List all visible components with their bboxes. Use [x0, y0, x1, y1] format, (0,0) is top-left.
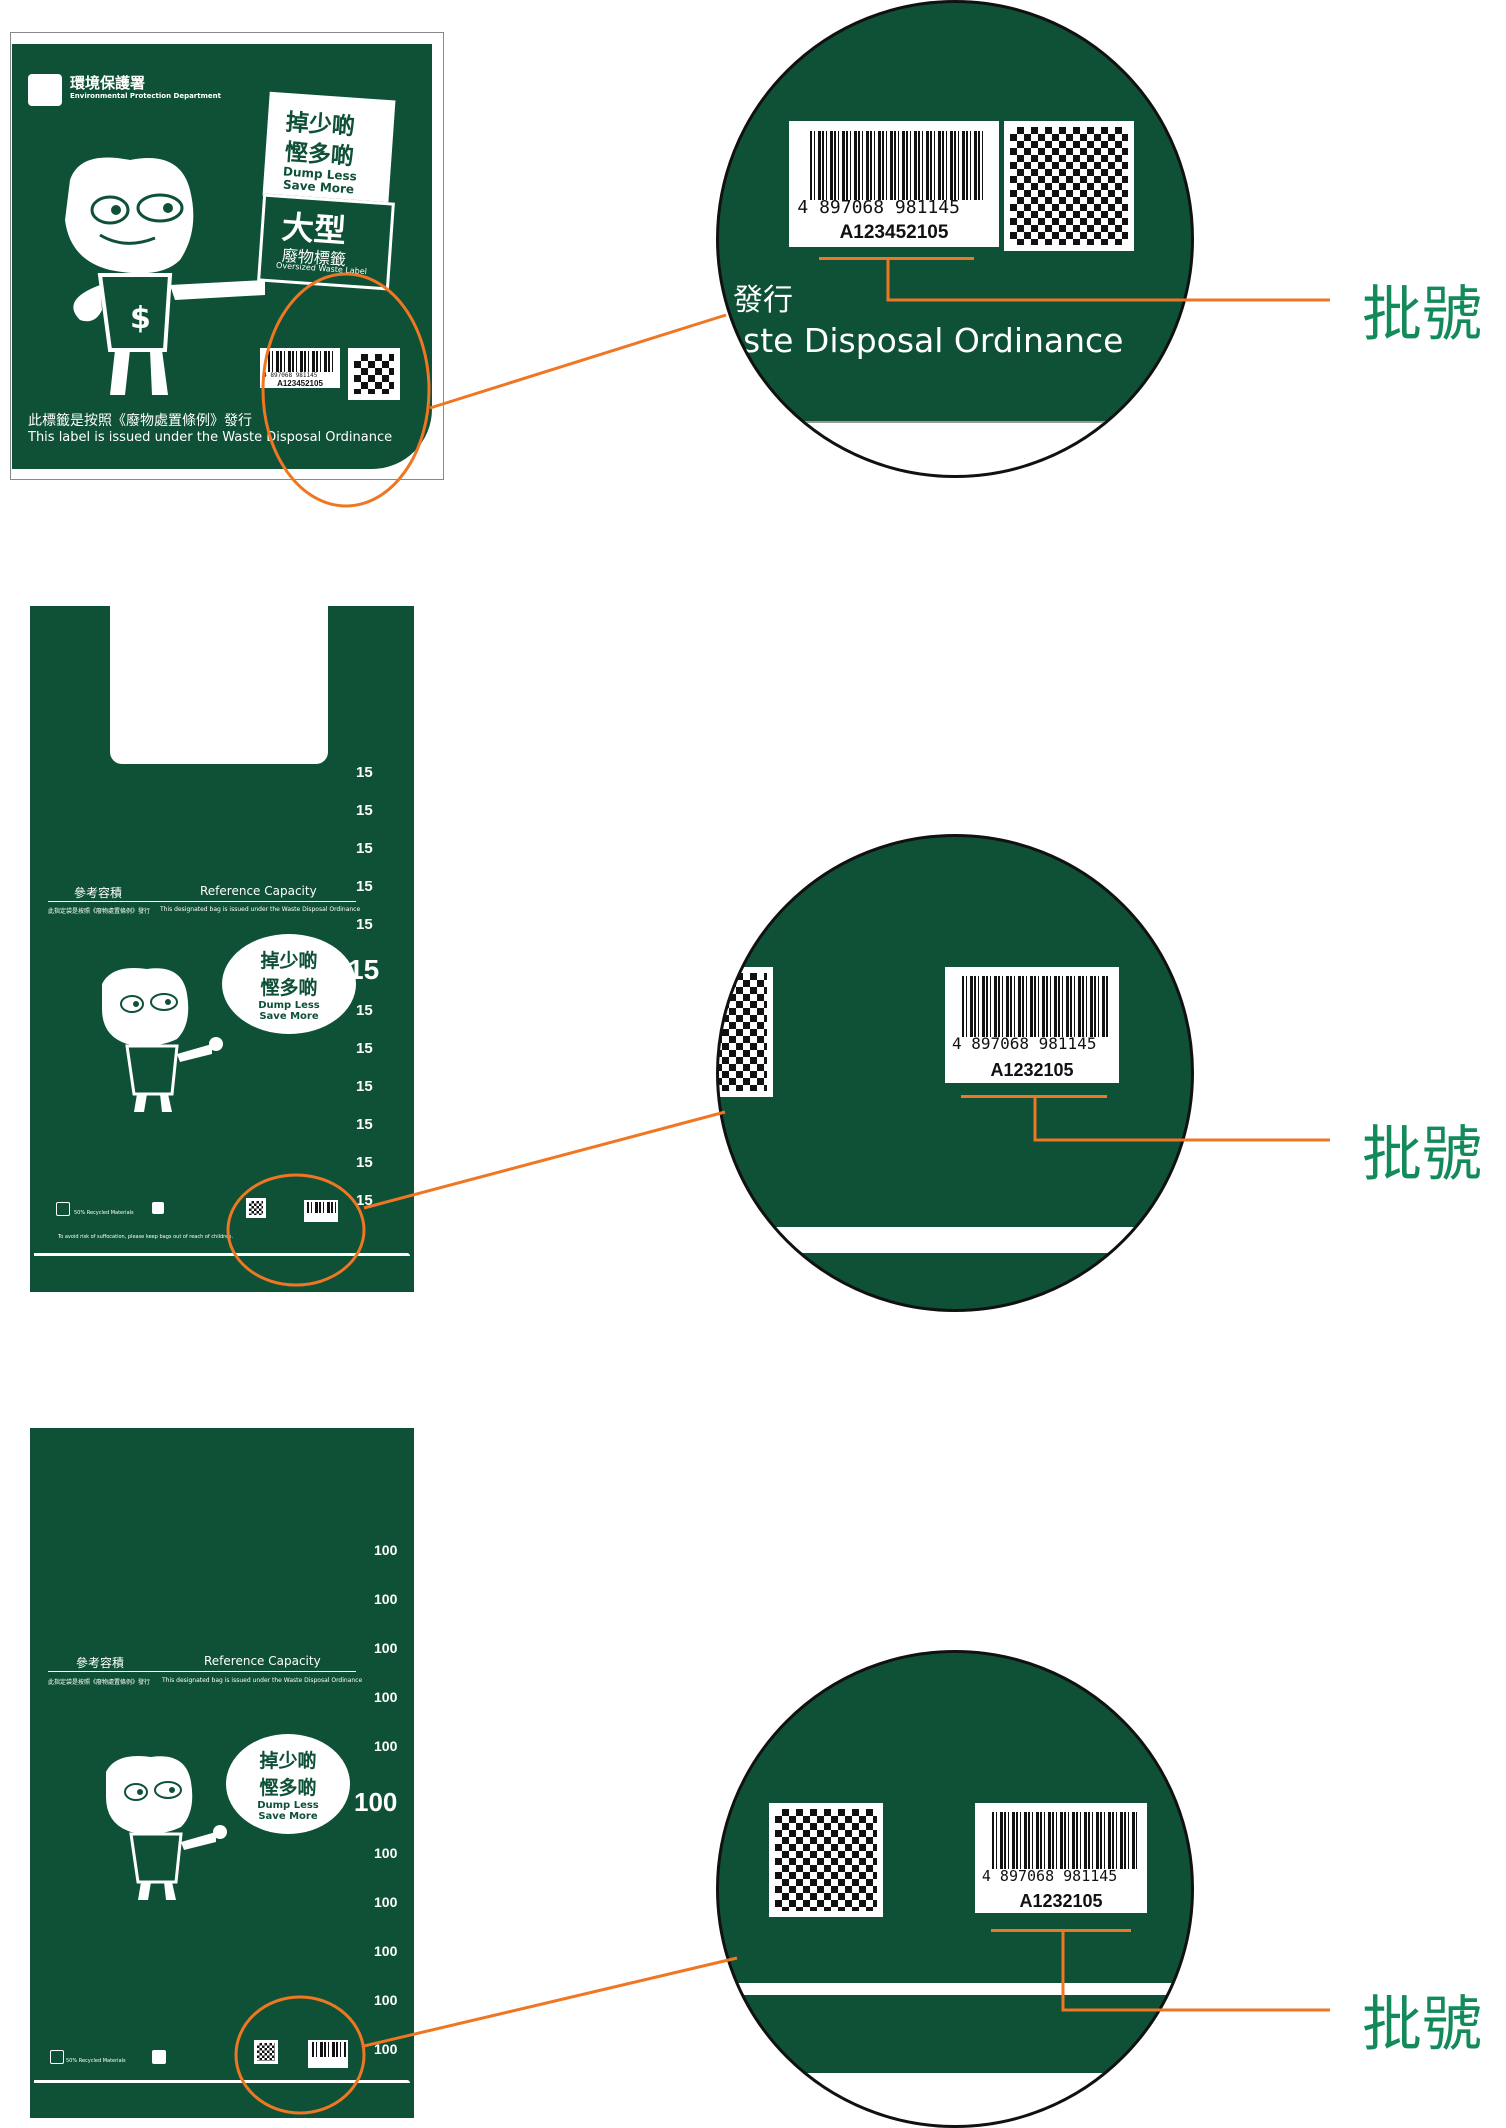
zoom-stripe-3 — [719, 1983, 1191, 1995]
callout-circle-2 — [226, 1173, 366, 1287]
ref-capacity-en-100: Reference Capacity — [204, 1654, 321, 1668]
issued-small-zh-15: 此指定袋是按照《廢物處置條例》發行 — [48, 908, 151, 915]
qr-code-small-1 — [348, 348, 400, 400]
speech-bubble-15: 掉少啲 慳多啲 Dump Less Save More — [222, 934, 356, 1034]
ref-divider-100 — [48, 1671, 356, 1672]
department-name-en: Environmental Protection Department — [70, 92, 221, 100]
issued-zh: 此標籤是按照《廢物處置條例》發行 — [28, 413, 252, 429]
epd-logo-small-15 — [152, 1202, 164, 1214]
qr-code-small-100 — [254, 2040, 278, 2064]
barcode-small-100 — [308, 2040, 348, 2068]
zoom-issued-zh: 發行 — [733, 283, 793, 318]
speech-bubble-100: 掉少啲 慳多啲 Dump Less Save More — [226, 1734, 350, 1834]
callout-circle-3 — [234, 1995, 366, 2115]
issued-en: This label is issued under the Waste Dis… — [28, 430, 393, 445]
barcode-zoom-3: 4 897068 981145 A1232105 — [975, 1803, 1147, 1913]
zoom-circle-1: 4 897068 981145 A123452105 發行 ste Dispos… — [716, 0, 1194, 478]
callout-circle-1 — [261, 272, 431, 508]
barcode-small-1: 4 897068 981145 A123452105 — [260, 348, 340, 388]
zoom-edge-1 — [719, 421, 1191, 475]
issued-small-en-100: This designated bag is issued under the … — [162, 1677, 363, 1684]
zoom-stripe-2 — [719, 1227, 1191, 1253]
bag-15-bottom-stripe — [34, 1253, 410, 1256]
bag-100 — [30, 1428, 414, 2118]
recycled-text-15: 50% Recycled Materials — [74, 1210, 134, 1216]
zoom-circle-2: 4 897068 981145 A1232105 — [716, 834, 1194, 1312]
barcode-zoom-2: 4 897068 981145 A1232105 — [945, 967, 1119, 1083]
barcode-small-15 — [304, 1200, 338, 1222]
ref-capacity-en-15: Reference Capacity — [200, 884, 317, 898]
mascot-character: $ — [65, 157, 265, 395]
callout-connector-1 — [429, 313, 727, 410]
callout-connector-2 — [363, 1110, 726, 1210]
capacity-list-100: 100 100 100 100 100 100 100 100 100 100 … — [354, 1542, 398, 2057]
callout-label-line-3 — [1061, 1929, 1330, 2012]
callout-label-line-2 — [1033, 1095, 1330, 1142]
recycled-icon-15 — [56, 1202, 70, 1216]
issued-small-zh-100: 此指定袋是按照《廢物處置條例》發行 — [48, 1679, 151, 1686]
qr-code-small-15 — [246, 1198, 266, 1218]
qr-code-zoom-1 — [1004, 121, 1134, 251]
svg-text:$: $ — [130, 301, 151, 336]
ref-divider-15 — [48, 901, 356, 902]
bag-100-bottom-stripe — [34, 2080, 410, 2083]
zoom-edge-3 — [719, 2073, 1191, 2125]
barcode-zoom-1: 4 897068 981145 A123452105 — [789, 121, 999, 247]
batch-label-2: 批號 — [1362, 1120, 1482, 1190]
ref-capacity-zh-100: 參考容積 — [76, 1656, 125, 1670]
ref-capacity-zh-15: 參考容積 — [74, 886, 123, 900]
mascot-100 — [106, 1756, 227, 1900]
callout-label-line-1 — [886, 257, 1330, 302]
callout-connector-3 — [363, 1956, 738, 2048]
zoom-circle-3: 4 897068 981145 A1232105 — [716, 1650, 1194, 2128]
batch-label-1: 批號 — [1362, 280, 1482, 350]
qr-code-zoom-2 — [719, 967, 773, 1097]
batch-label-3: 批號 — [1362, 1990, 1482, 2060]
warning-text-15: To avoid risk of suffocation, please kee… — [58, 1234, 233, 1240]
epd-logo-small-100 — [152, 2050, 166, 2064]
epd-logo-icon — [28, 74, 62, 106]
recycled-text-100: 50% Recycled Materials — [66, 2058, 126, 2064]
bag-15-handle-cutout — [110, 606, 328, 764]
issued-small-en-15: This designated bag is issued under the … — [160, 906, 361, 913]
department-name-zh: 環境保護署 — [70, 74, 146, 92]
zoom-issued-en: ste Disposal Ordinance — [743, 321, 1124, 360]
recycled-icon-100 — [50, 2050, 64, 2064]
batch-underline-1 — [819, 257, 974, 260]
mascot-15 — [102, 968, 223, 1112]
qr-code-zoom-3 — [769, 1803, 883, 1917]
batch-underline-3 — [991, 1929, 1131, 1932]
